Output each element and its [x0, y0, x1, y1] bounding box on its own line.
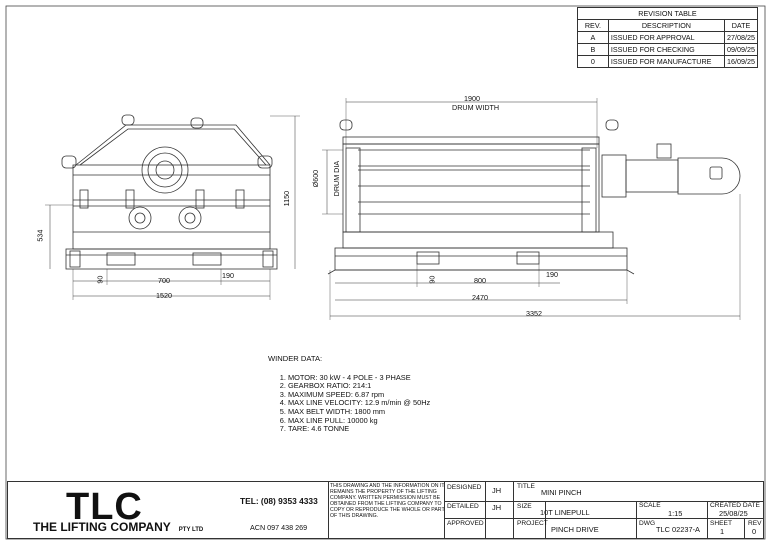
scale-label: SCALE — [639, 502, 661, 509]
scale-value: 1:15 — [668, 509, 683, 518]
dim-drum-dia-label: DRUM DIA — [332, 160, 342, 197]
note-item: MAX LINE PULL: 10000 kg — [288, 416, 430, 426]
dim-side-right: 190 — [546, 270, 558, 279]
copyright-disclaimer: THIS DRAWING AND THE INFORMATION ON IT R… — [330, 483, 445, 519]
project-label: PROJECT — [517, 520, 548, 527]
company-name-text: THE LIFTING COMPANY — [33, 520, 171, 534]
side-view — [322, 98, 741, 320]
dwg-value: TLC 02237-A — [656, 525, 700, 534]
dim-drum-width-value: 1900 — [464, 94, 480, 103]
detailed-label: DETAILED — [447, 503, 479, 510]
note-item: MAX BELT WIDTH: 1800 mm — [288, 407, 430, 417]
rev-label: REV — [748, 520, 762, 527]
revision-row: 0 ISSUED FOR MANUFACTURE 16/09/25 — [577, 55, 758, 68]
dim-side-left: 90 — [427, 275, 437, 284]
size-value: 10T LINEPULL — [540, 508, 590, 517]
title-label: TITLE — [517, 483, 535, 490]
designed-label: DESIGNED — [447, 484, 482, 491]
revision-header-description: DESCRIPTION — [607, 19, 726, 32]
created-label: CREATED DATE — [710, 502, 760, 509]
revision-header-date: DATE — [724, 19, 758, 32]
dim-front-height-base: 534 — [35, 229, 45, 242]
company-suffix: PTY LTD — [178, 527, 204, 533]
note-item: TARE: 4.6 TONNE — [288, 425, 430, 434]
revision-description: ISSUED FOR APPROVAL — [607, 31, 726, 44]
company-tel: TEL: (08) 9353 4333 — [240, 496, 318, 506]
dim-front-right: 190 — [222, 271, 234, 280]
revision-table: REVISION TABLE REV. DESCRIPTION DATE A I… — [577, 7, 758, 68]
sheet-value: 1 — [720, 527, 725, 536]
revision-header-rev: REV. — [577, 19, 609, 32]
approved-label: APPROVED — [447, 520, 484, 527]
dim-drum-width-label: DRUM WIDTH — [452, 103, 500, 112]
revision-description: ISSUED FOR MANUFACTURE — [607, 55, 726, 68]
revision-date: 27/08/25 — [724, 31, 758, 44]
drawing-title: MINI PINCH — [541, 488, 582, 497]
company-logo: TLC — [66, 486, 143, 528]
dim-front-center: 700 — [158, 276, 170, 285]
sheet-label: SHEET — [710, 520, 732, 527]
front-view — [45, 114, 300, 300]
size-label: SIZE — [517, 503, 532, 510]
dim-side-width: 2470 — [472, 293, 488, 302]
company-name: THE LIFTING COMPANY PTY LTD — [33, 520, 203, 534]
revision-row: A ISSUED FOR APPROVAL 27/08/25 — [577, 31, 758, 44]
company-acn: ACN 097 438 269 — [250, 523, 308, 532]
dim-front-width: 1520 — [156, 291, 172, 300]
revision-row: B ISSUED FOR CHECKING 09/09/25 — [577, 43, 758, 56]
dim-side-overall: 3352 — [526, 309, 542, 318]
note-item: MAX LINE VELOCITY: 12.9 m/min @ 50Hz — [288, 399, 430, 408]
revision-rev: A — [577, 31, 609, 44]
note-item: MOTOR: 30 kW - 4 POLE - 3 PHASE — [288, 373, 430, 383]
sheet-border — [5, 5, 766, 540]
note-item: GEARBOX RATIO: 214:1 — [288, 382, 430, 391]
dim-drum-dia-value: Ø600 — [311, 169, 321, 188]
rev-value: 0 — [752, 527, 757, 536]
revision-date: 09/09/25 — [724, 43, 758, 56]
created-value: 25/08/25 — [719, 509, 748, 518]
dim-front-height-overall: 1150 — [282, 190, 292, 207]
note-item: MAXIMUM SPEED: 6.87 rpm — [288, 390, 430, 400]
designed-value: JH — [492, 486, 502, 495]
revision-date: 16/09/25 — [724, 55, 758, 68]
title-block: TLC THE LIFTING COMPANY PTY LTD TEL: (08)… — [7, 481, 764, 539]
revision-rev: 0 — [577, 55, 609, 68]
dwg-label: DWG — [639, 520, 656, 527]
dim-side-mid: 800 — [474, 276, 486, 285]
winder-data-notes: WINDER DATA: MOTOR: 30 kW - 4 POLE - 3 P… — [268, 354, 430, 434]
notes-list: MOTOR: 30 kW - 4 POLE - 3 PHASE GEARBOX … — [268, 373, 430, 434]
detailed-value: JH — [492, 503, 502, 512]
project-value: PINCH DRIVE — [551, 525, 599, 534]
revision-rev: B — [577, 43, 609, 56]
revision-description: ISSUED FOR CHECKING — [607, 43, 726, 56]
notes-heading: WINDER DATA: — [268, 354, 323, 363]
dim-front-left: 90 — [95, 275, 105, 284]
revision-table-title: REVISION TABLE — [577, 7, 758, 20]
